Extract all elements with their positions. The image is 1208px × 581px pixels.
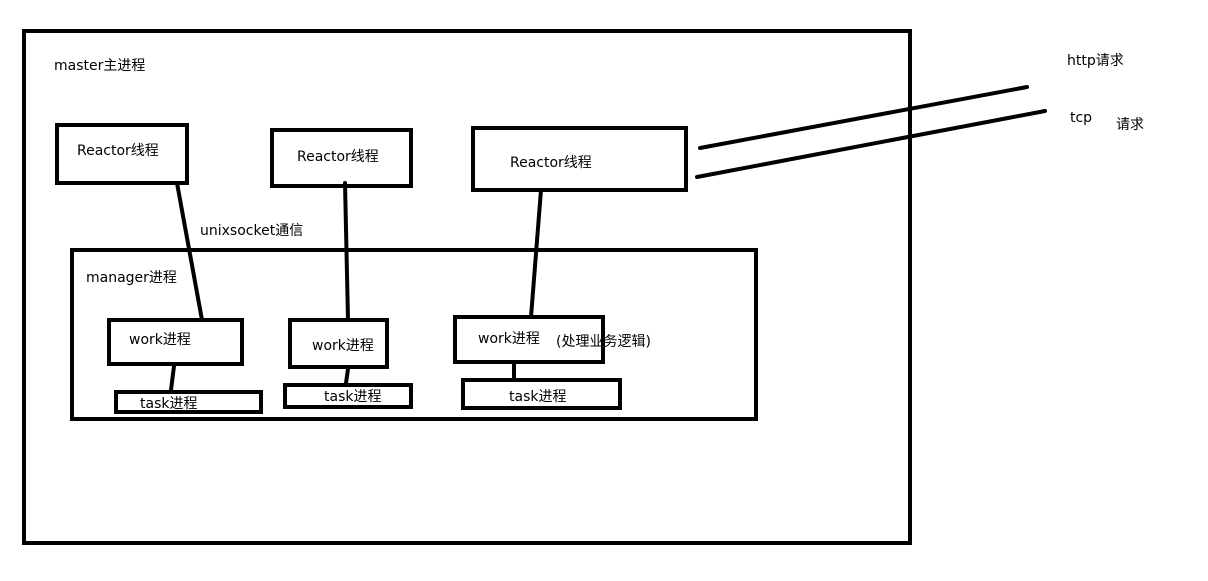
worker-process-label-1: work进程: [129, 332, 191, 348]
reactor-thread-box-1: [55, 123, 189, 185]
task-process-label-2: task进程: [324, 389, 382, 405]
worker1-task1-connector: [169, 364, 176, 392]
worker-process-box-2: [288, 318, 389, 369]
reactor1-worker1-connector: [175, 181, 204, 322]
worker-process-label-3: work进程: [478, 331, 540, 347]
worker2-task2-connector: [344, 367, 350, 385]
reactor-thread-label-3: Reactor线程: [510, 155, 592, 171]
reactor-thread-label-1: Reactor线程: [77, 143, 159, 159]
reactor-thread-box-2: [270, 128, 413, 188]
task-process-label-1: task进程: [140, 396, 198, 412]
http-request-label: http请求: [1067, 53, 1124, 69]
tcp-request-label: tcp: [1070, 110, 1093, 126]
unixsocket-connection-label: unixsocket通信: [200, 223, 304, 239]
reactor-thread-box-3: [471, 126, 688, 192]
task-process-label-3: task进程: [509, 389, 567, 405]
tcp-request-suffix-label: 请求: [1116, 117, 1144, 133]
worker-process-box-1: [107, 318, 244, 366]
tcp-request-line: [695, 109, 1047, 179]
reactor2-worker2-connector: [343, 181, 350, 322]
master-process-label: master主进程: [54, 58, 146, 74]
task-process-box-2: [283, 383, 413, 409]
task-process-box-1: [114, 390, 263, 414]
reactor-thread-label-2: Reactor线程: [297, 149, 379, 165]
manager-process-label: manager进程: [86, 270, 177, 286]
http-request-line: [698, 85, 1029, 150]
worker-business-logic-note: (处理业务逻辑): [556, 334, 651, 350]
worker-process-label-2: work进程: [312, 338, 374, 354]
manager-process-box: [70, 248, 758, 421]
task-process-box-3: [461, 378, 622, 410]
reactor3-worker3-connector: [529, 188, 543, 319]
master-process-box: [22, 29, 912, 545]
